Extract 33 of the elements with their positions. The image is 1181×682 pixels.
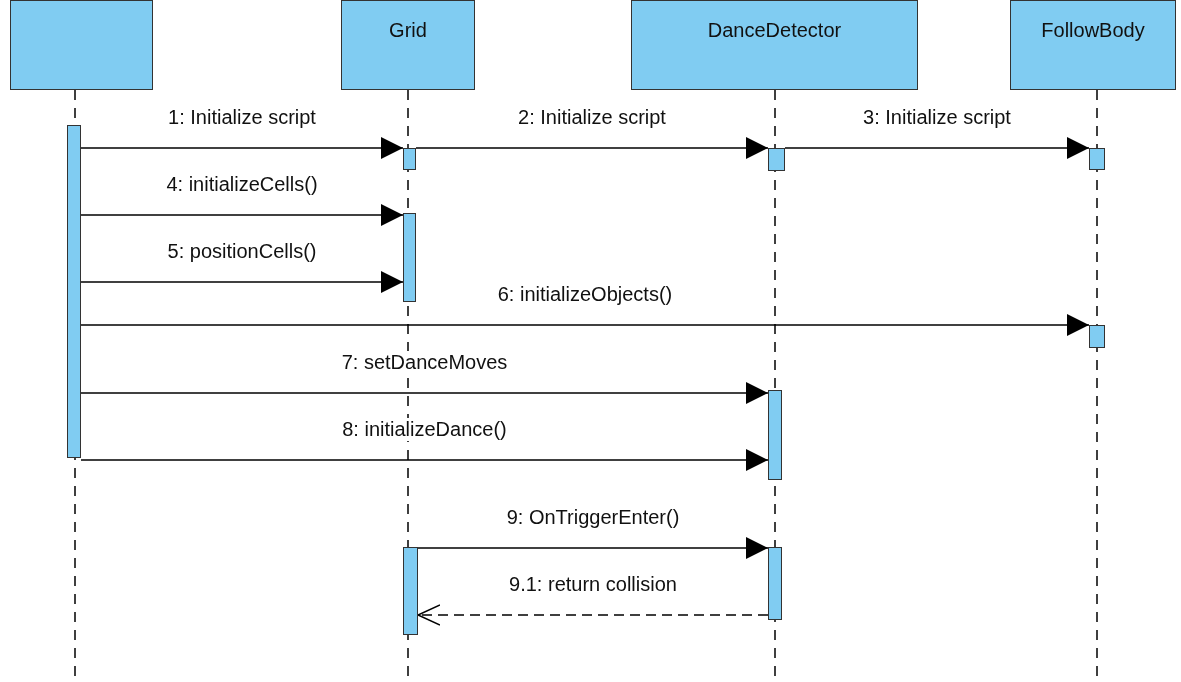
- lifeline-head-box: [1010, 0, 1176, 90]
- activation-bar: [403, 547, 418, 635]
- message-arrow: [417, 604, 769, 626]
- message-arrow: [80, 137, 404, 159]
- lifeline-head-box: [631, 0, 918, 90]
- edge-label: 5: positionCells(): [165, 240, 319, 263]
- lifeline-name: DanceDetector: [707, 19, 842, 43]
- activation-bar: [67, 125, 81, 458]
- lifeline-head-box: [10, 0, 153, 90]
- edge-label: 3: Initialize script: [861, 106, 1013, 129]
- message-arrow: [415, 137, 769, 159]
- lifeline-name: FollowBody: [1041, 19, 1145, 43]
- lifeline-head-box: [341, 0, 475, 90]
- edge-label: 9: OnTriggerEnter(): [504, 506, 682, 529]
- edge-label: 8: initializeDance(): [340, 418, 509, 441]
- lifeline-name: Grid: [389, 19, 427, 43]
- activation-bar: [768, 390, 782, 480]
- edge-label: 4: initializeCells(): [164, 173, 320, 196]
- edge-label: 1: Initialize script: [166, 106, 318, 129]
- activation-bar: [768, 148, 785, 171]
- message-arrow: [80, 204, 404, 226]
- message-arrow: [80, 382, 769, 404]
- message-arrow: [80, 449, 769, 471]
- message-arrow: [417, 537, 769, 559]
- message-arrow: [80, 314, 1090, 336]
- activation-bar: [1089, 325, 1105, 348]
- activation-bar: [1089, 148, 1105, 170]
- activation-bar: [403, 148, 416, 170]
- edge-label: 2: Initialize script: [516, 106, 668, 129]
- message-arrow: [784, 137, 1090, 159]
- activation-bar: [403, 213, 416, 302]
- message-arrow: [80, 271, 404, 293]
- activation-bar: [768, 547, 782, 620]
